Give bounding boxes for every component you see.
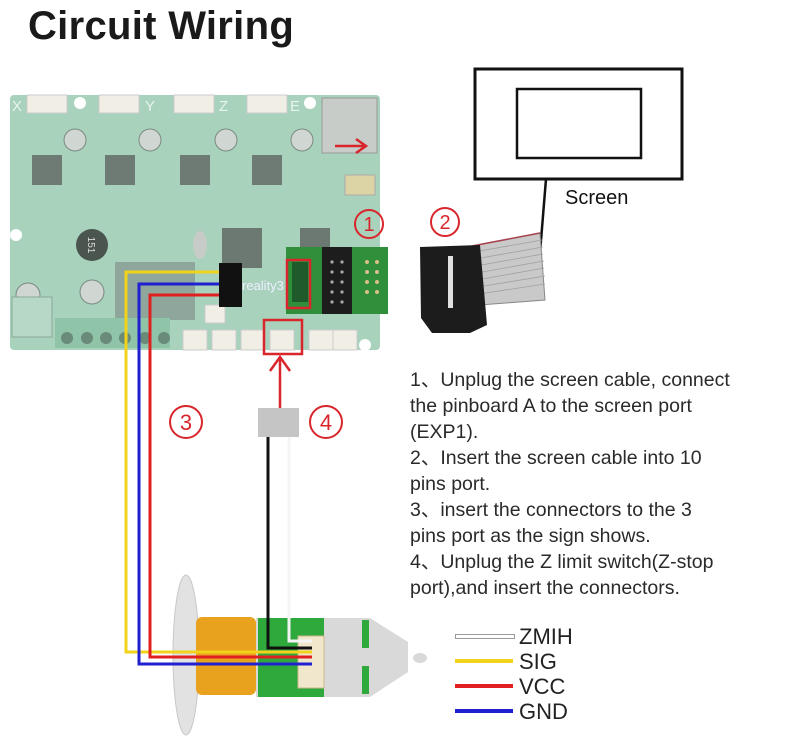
sensor-plug (258, 408, 299, 437)
legend-label: SIG (519, 649, 557, 674)
z-motor-connector (173, 94, 215, 114)
endstop-port (182, 329, 208, 351)
instructions: 1、Unplug the screen cable, connect the p… (410, 367, 796, 601)
page-title: Circuit Wiring (28, 4, 295, 48)
wire-black (266, 437, 312, 650)
marker-4-label: 4 (320, 410, 332, 435)
stepper-driver (180, 155, 210, 185)
pinboard-10pin-header (322, 247, 352, 314)
legend-swatch-zmih (455, 634, 515, 639)
z-stop-port (269, 329, 295, 351)
wire-sig (124, 270, 312, 654)
marker-3: 3 (169, 405, 203, 439)
ribbon-connector (420, 245, 487, 333)
endstop-port (211, 329, 237, 351)
screen-label: Screen (565, 187, 629, 209)
stepper-driver (105, 155, 135, 185)
sensor-connector (297, 635, 325, 689)
legend-swatch-gnd (455, 709, 513, 713)
axis-label-y: Y (145, 98, 155, 115)
microcontroller (222, 228, 262, 268)
terminal-screw (100, 332, 112, 344)
legend-swatch-vcc (455, 684, 513, 688)
instruction-line: (EXP1). (410, 421, 479, 443)
bltouch-sensor (172, 574, 427, 736)
terminal-screw (139, 332, 151, 344)
y-motor-connector (98, 94, 140, 114)
mainboard: X Y Z E 151 (10, 94, 388, 356)
marker-2-label: 2 (439, 212, 450, 234)
wire-vcc (148, 293, 312, 659)
marker-1-label: 1 (363, 214, 374, 236)
e-motor-connector (246, 94, 288, 114)
arrow-right-icon (335, 137, 369, 155)
screen-display (515, 87, 643, 160)
z-stop-highlight (262, 318, 304, 356)
crystal (193, 231, 207, 259)
marker-4: 4 (309, 405, 343, 439)
capacitor (63, 128, 87, 152)
terminal-screw (61, 332, 73, 344)
usb-port (344, 174, 376, 196)
x-motor-connector (26, 94, 68, 114)
z-stop-arrow (268, 354, 292, 408)
instruction-line: port),and insert the connectors. (410, 577, 680, 599)
axis-label-e: E (290, 98, 300, 115)
endstop-port (332, 329, 358, 351)
capacitor (138, 128, 162, 152)
capacitor (290, 128, 314, 152)
marker-1: 1 (354, 209, 384, 239)
instruction-line: 2、Insert the screen cable into 10 (410, 447, 702, 469)
wire-gnd (137, 282, 312, 666)
ribbon-connector-pins (448, 256, 453, 308)
legend-swatch-sig (455, 659, 513, 663)
instruction-line: 3、insert the connectors to the 3 (410, 499, 692, 521)
instruction-line: pins port as the sign shows. (410, 525, 651, 547)
power-terminal (11, 296, 53, 338)
endstop-port (240, 329, 266, 351)
inductor (76, 229, 108, 261)
stepper-driver (252, 155, 282, 185)
mounting-hole (304, 97, 316, 109)
mounting-hole (10, 229, 22, 241)
mounting-hole (74, 97, 86, 109)
inductor-label: 151 (85, 237, 96, 254)
legend-label: VCC (519, 674, 566, 699)
legend-label: GND (519, 699, 568, 724)
pinboard-3pin-highlight (285, 258, 312, 310)
wire-zmih (287, 437, 312, 643)
terminal-screw (158, 332, 170, 344)
terminal-block (55, 318, 170, 348)
axis-label-x: X (12, 98, 22, 115)
ribbon-cable (420, 232, 546, 333)
terminal-screw (81, 332, 93, 344)
capacitor (79, 279, 105, 305)
brand-text: reality3 (242, 278, 284, 293)
marker-2: 2 (430, 207, 460, 237)
fan-port (204, 304, 226, 324)
sd-card-slot (321, 97, 378, 154)
axis-label-z: Z (219, 98, 228, 115)
mounting-hole (359, 339, 371, 351)
instruction-line: the pinboard A to the screen port (410, 395, 692, 417)
chip (300, 228, 330, 250)
sensor-connector-block (219, 263, 242, 307)
instruction-line: pins port. (410, 473, 491, 495)
wires (124, 270, 312, 666)
endstop-port (308, 329, 334, 351)
sensor-flange (172, 574, 200, 736)
legend-label: ZMIH (519, 624, 573, 649)
instruction-line: 4、Unplug the Z limit switch(Z-stop (410, 551, 714, 573)
screen-device (473, 67, 684, 266)
stepper-driver (32, 155, 62, 185)
marker-3-label: 3 (180, 410, 192, 435)
instruction-line: 1、Unplug the screen cable, connect (410, 369, 730, 391)
sensor-probe-pin (413, 653, 427, 663)
pinboard-3pin-header (292, 262, 308, 302)
capacitor (214, 128, 238, 152)
